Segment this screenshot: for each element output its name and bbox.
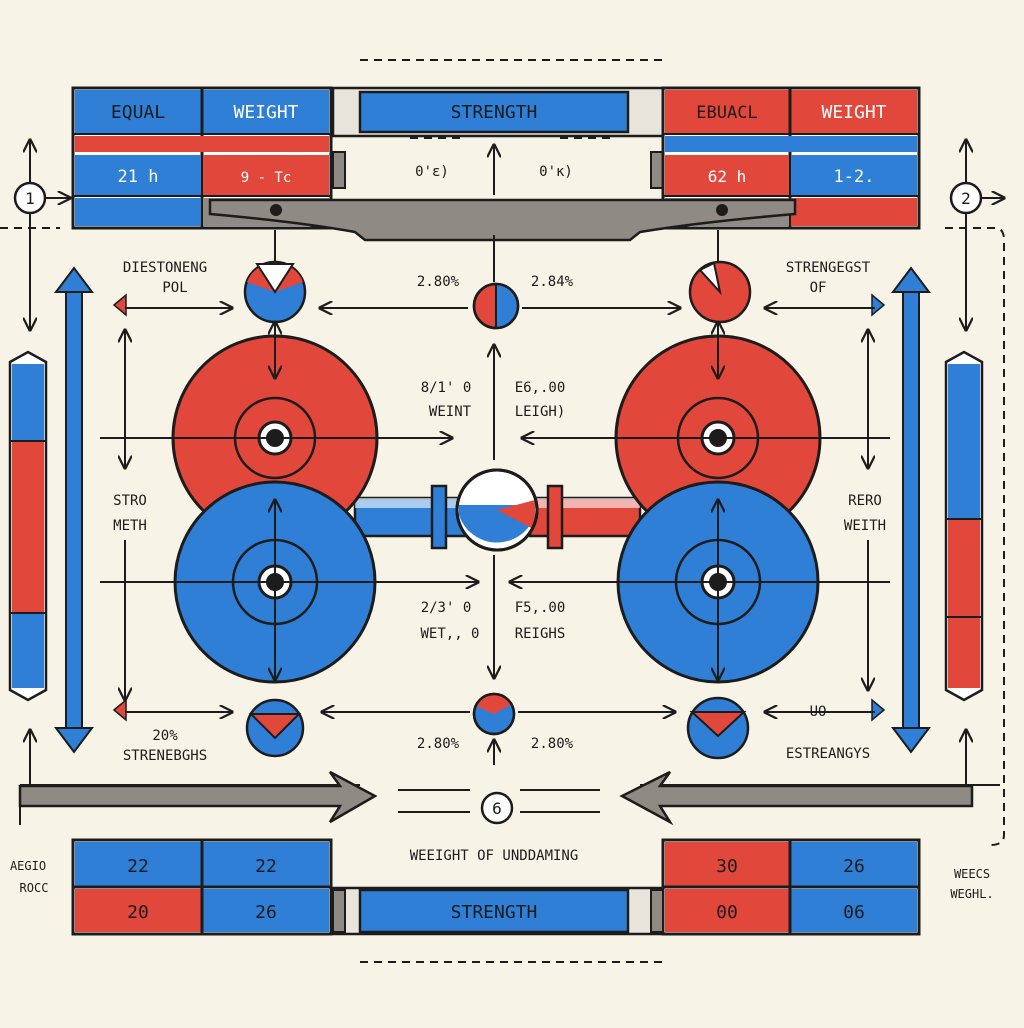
marker-left: 1 [13,181,47,215]
center-lower-right-1: F5,.00 [515,600,566,616]
marker-bottom-text: 6 [492,799,502,818]
pie-badge-bottom-left [245,698,305,758]
top-right-value-1: 62 h [708,167,747,186]
marker-right-text: 2 [961,189,971,208]
center-upper-left-2: WEINT [429,404,472,420]
right-blue-arrow [891,266,931,754]
label-top-left-1: DIESTONENG [123,260,207,276]
pie-badge-top-center [472,282,520,330]
label-bottom-left-2: STRENEBGHS [123,748,207,764]
bottom-right-table: 30 26 00 06 [661,838,921,936]
bottom-left-cell-2-2: 26 [255,902,277,923]
label-bottom-right-2: ESTREANGYS [786,746,870,762]
marker-bottom: 6 [480,791,514,825]
bottom-right-cell-1-2: 26 [843,856,865,877]
bottom-right-gray-arrow [619,770,974,826]
percent-top-right: 2.84% [531,274,574,290]
side-text-right-1: WEECS [954,867,990,881]
top-strength-label: STRENGTH [451,102,538,123]
side-text-left-2: ROCC [20,881,49,895]
axle-pipe [353,484,642,550]
side-text-right-2: WEGHL. [950,887,993,901]
top-right-header-2: WEIGHT [821,102,886,123]
center-lower-right-2: REIGHS [515,626,566,642]
label-mid-right-2: WEITH [844,518,886,534]
marker-connectors [30,140,1004,790]
pie-badge-bottom-right [686,696,750,760]
percent-bottom-right: 2.80% [531,736,574,752]
left-side-column [8,350,48,702]
bottom-left-cell-1-1: 22 [127,856,149,877]
top-gray-bar [208,198,797,242]
center-lower-left-1: 2/3' 0 [421,600,472,616]
label-bottom-left-1: 20% [152,728,178,744]
bottom-right-cell-2-1: 00 [716,902,738,923]
label-mid-left-1: STRO [113,493,147,509]
edge-tabs [332,889,664,933]
pie-badge-top-left [243,260,307,324]
top-left-header-1: EQUAL [111,102,165,123]
bottom-left-cell-1-2: 22 [255,856,277,877]
top-left-value-1: 21 h [118,167,159,187]
label-top-right-1: STRENGEGST [786,260,871,276]
pie-badge-bottom-center [472,692,516,736]
marker-left-text: 1 [25,189,35,208]
pie-badge-top-right [688,260,752,324]
bottom-right-cell-1-1: 30 [716,856,738,877]
bottom-left-table: 22 22 20 26 [71,838,333,936]
center-upper-right-2: LEIGH) [515,404,566,420]
top-left-reading: 0'ε) [415,164,449,180]
side-text-left-1: AEGIO [10,859,46,873]
top-center-block: STRENGTH 0'ε) 0'κ) [331,86,665,189]
label-top-left-2: POL [162,280,187,296]
marker-right: 2 [949,181,983,215]
center-lower-left-2: WET,, 0 [420,626,479,642]
diagram-labels: DIESTONENG POL STRENGEGST OF STRO METH R… [10,260,994,901]
label-mid-left-2: METH [113,518,147,534]
center-upper-right-1: E6,.00 [515,380,566,396]
top-left-header-2: WEIGHT [233,102,298,123]
bottom-left-cell-2-1: 20 [127,902,149,923]
percent-bottom-left: 2.80% [417,736,460,752]
bottom-caption: WEEIGHT OF UNDDAMING [410,848,579,864]
top-left-table: EQUAL WEIGHT 21 h 9 - Tc [71,86,333,230]
top-right-header-1: ΕΒUACL [696,103,757,123]
center-upper-left-1: 8/1' 0 [421,380,472,396]
bottom-right-cell-2-2: 06 [843,902,865,923]
right-side-column [944,350,984,702]
center-hub [455,468,539,552]
arrows [100,145,890,765]
top-left-value-2: 9 - Tc [241,170,292,186]
label-top-right-2: OF [810,280,827,296]
side-triangles [112,293,886,722]
label-mid-right-1: RERO [848,493,882,509]
bottom-center-block: STRENGTH WEEIGHT OF UNDDAMING [331,848,665,936]
percent-top-left: 2.80% [417,274,460,290]
top-right-value-2: 1-2. [834,167,875,187]
left-blue-arrow [54,266,94,754]
label-bottom-right-1: UO [810,704,827,720]
bottom-strength-label: STRENGTH [451,902,538,923]
bottom-left-gray-arrow [18,770,378,824]
top-right-reading: 0'κ) [539,164,573,180]
